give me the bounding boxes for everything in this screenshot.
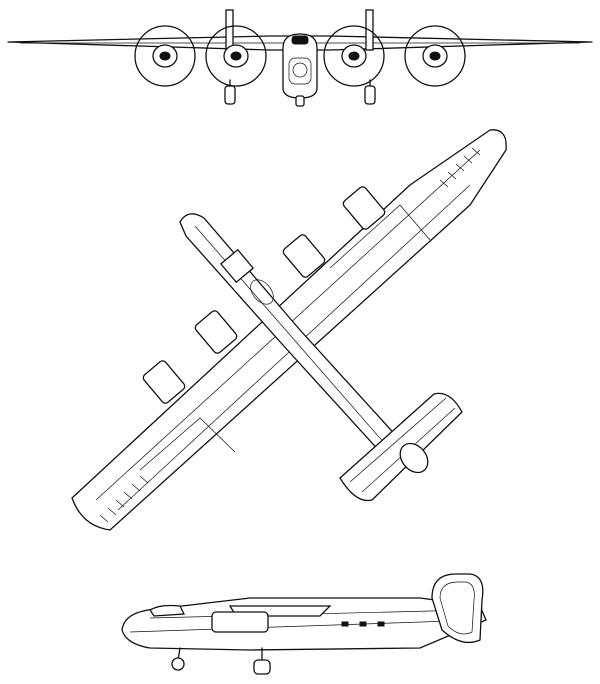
landing-gear-front xyxy=(224,79,376,107)
main-wing-plan xyxy=(71,129,507,531)
tailplane-plan xyxy=(339,392,463,502)
side-windows xyxy=(341,621,385,627)
fuselage-front xyxy=(282,33,318,99)
left-fin-front xyxy=(225,9,234,51)
tail-fin-side xyxy=(431,573,484,644)
landing-gear-side xyxy=(171,647,271,675)
front-wing xyxy=(7,35,593,51)
propeller-discs xyxy=(134,25,466,87)
engine-nacelles-plan xyxy=(142,186,386,404)
side-view xyxy=(121,573,487,675)
top-view xyxy=(71,129,507,531)
fuselage-side xyxy=(121,597,487,651)
front-view xyxy=(7,9,593,107)
engine-nacelles-front xyxy=(152,44,448,68)
